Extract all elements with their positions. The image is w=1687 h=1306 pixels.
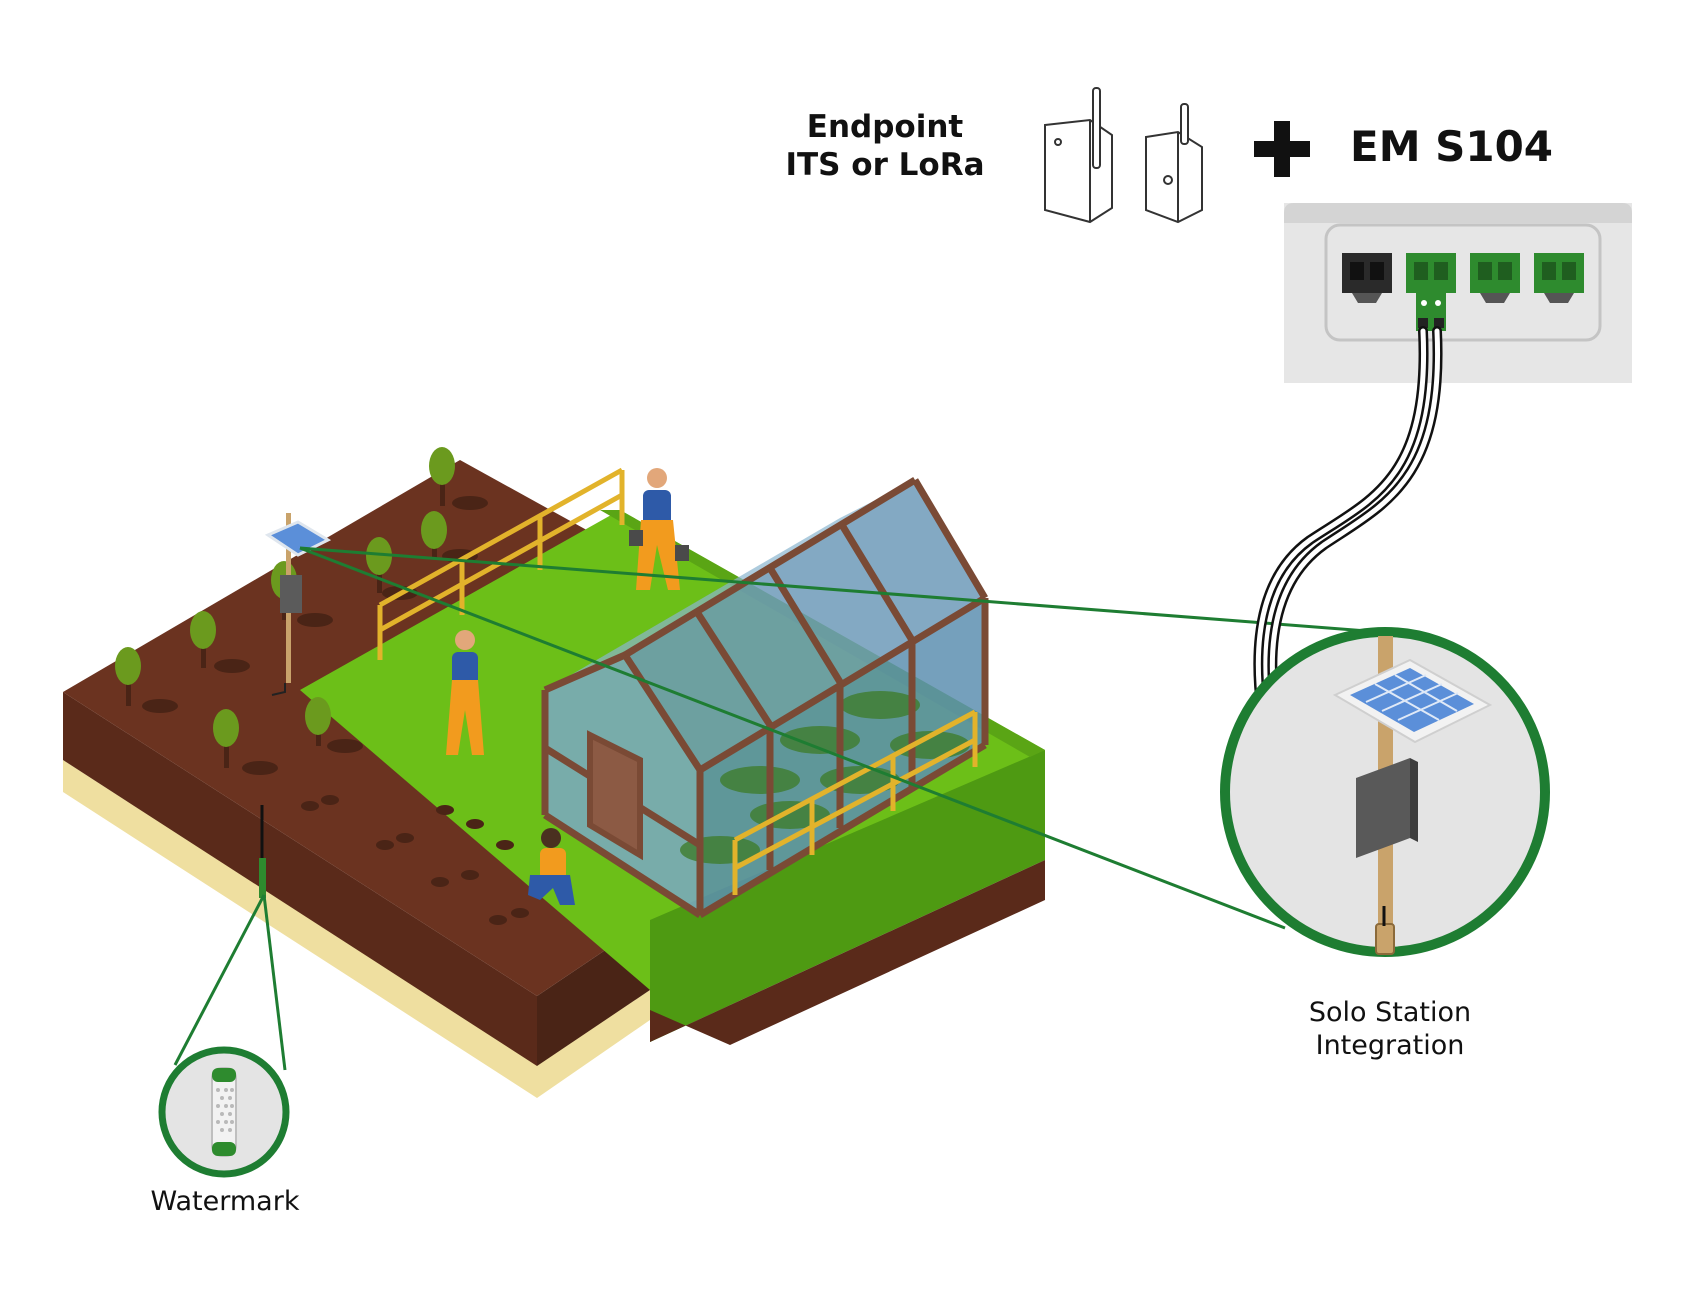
logger-terminal-2: [1406, 253, 1456, 331]
radio-transmitter-icon-small: [1145, 103, 1203, 224]
em-s104-label: EM S104: [1350, 122, 1554, 171]
worker-with-buckets: [629, 468, 689, 590]
endpoint-label: Endpoint ITS or LoRa: [760, 108, 1010, 184]
soil-sensor-probe: [259, 805, 266, 898]
em-s104-logger: [1284, 203, 1632, 383]
soil-sensor-icon: [211, 1067, 237, 1157]
solo-station-label-line1: Solo Station: [1308, 997, 1472, 1028]
soil-mounds: [301, 795, 529, 925]
worker-kneeling: [528, 828, 575, 905]
radio-transmitter-icon: [1044, 87, 1113, 224]
plus-icon: [1254, 121, 1310, 177]
logger-box-icon: [1356, 758, 1418, 858]
logger-terminal-4: [1534, 253, 1584, 303]
worker-planting: [446, 630, 484, 755]
logger-terminal-1: [1342, 253, 1392, 303]
endpoint-label-line2: ITS or LoRa: [785, 147, 985, 183]
solo-station-label-line2: Integration: [1315, 1030, 1465, 1061]
front-fence: [732, 709, 978, 895]
watermark-sensor-detail: [158, 1046, 290, 1178]
solar-panel-icon: [1332, 658, 1493, 744]
solo-station-detail: [1220, 627, 1550, 957]
solo-station-in-field: [264, 513, 332, 696]
connection-lines: [173, 546, 1381, 1071]
greenhouse: [541, 477, 989, 919]
logger-terminal-3: [1470, 253, 1520, 303]
endpoint-label-line1: Endpoint: [806, 109, 964, 145]
watermark-label: Watermark: [150, 1186, 300, 1217]
solo-station-label: Solo Station Integration: [1270, 996, 1510, 1062]
